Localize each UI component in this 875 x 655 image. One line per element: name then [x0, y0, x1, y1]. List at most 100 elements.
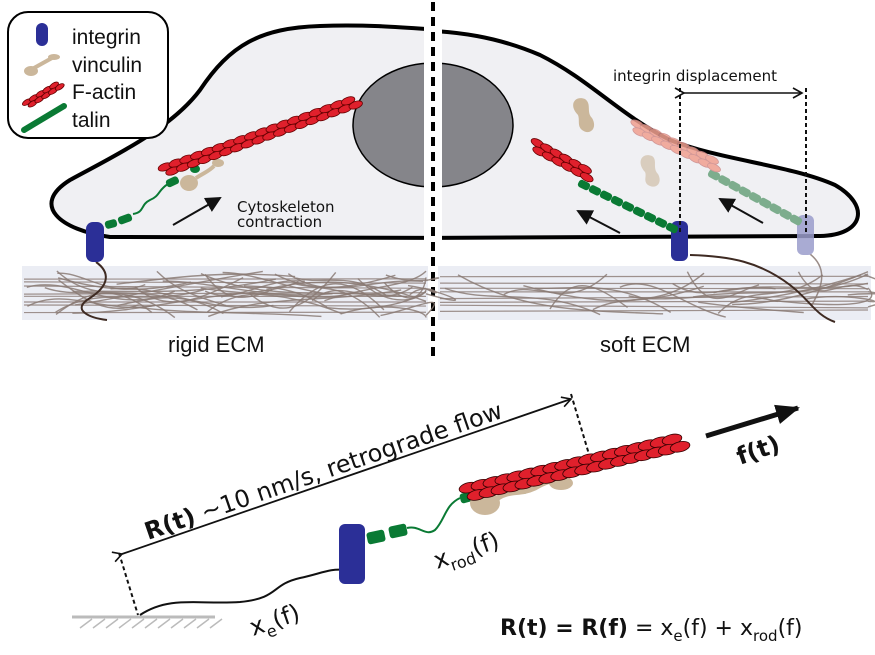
- force-label: f(t): [733, 430, 784, 471]
- talin-domain: [779, 209, 792, 220]
- ecm-fiber: [439, 282, 869, 285]
- ecm-fiber: [774, 287, 873, 306]
- ecm-fiber: [797, 271, 869, 292]
- actin-monomer: [54, 83, 65, 91]
- eq-sign2: = x: [628, 616, 673, 641]
- legend-box: [7, 11, 169, 139]
- integrin-model: [339, 524, 365, 584]
- nucleus-right: [438, 62, 514, 188]
- eq-end: (f): [778, 616, 803, 641]
- soft-ecm-label: soft ECM: [600, 332, 690, 357]
- force-arrow: [705, 404, 800, 439]
- rigid-ecm-fibers: [23, 270, 456, 319]
- actin-monomer: [707, 162, 721, 173]
- legend: integrin vinculin F-actin talin: [7, 11, 169, 139]
- xrod-label: xrod(f): [430, 526, 505, 579]
- talin-domain: [738, 186, 751, 198]
- ecm-fiber: [222, 271, 325, 295]
- rt-guide-left: [118, 552, 139, 616]
- actin-monomer: [348, 100, 363, 110]
- ecm-fiber: [847, 291, 875, 296]
- cell-body-left: [49, 23, 428, 240]
- talin-domain: [643, 212, 657, 223]
- ecm-fiber: [439, 304, 869, 309]
- hatch-line: [170, 618, 184, 629]
- ecm-fiber: [156, 270, 227, 307]
- hatch-line: [196, 618, 210, 629]
- clutch-model: R(t) ~10 nm/s, retrograde flow f(t) xe(f…: [72, 393, 803, 647]
- rt-text: ~10 nm/s, retrograde flow: [190, 397, 506, 529]
- ecm-fiber: [619, 283, 726, 318]
- legend-label-factin: F-actin: [72, 81, 136, 104]
- vinculin-rigid: [180, 159, 224, 191]
- ecm-fiber: [549, 285, 629, 310]
- talin-domain: [610, 195, 624, 207]
- talin-domain: [718, 175, 731, 186]
- hatch-line: [92, 618, 106, 629]
- retrograde-flow-arrow: [111, 396, 573, 563]
- legend-label-talin: talin: [72, 109, 111, 132]
- factin-rigid: [157, 96, 363, 176]
- contraction-arrow: [172, 197, 222, 226]
- vinculin-free-1: [573, 98, 595, 133]
- eq-sub-rod: rod: [753, 627, 778, 645]
- hatch-line: [105, 618, 119, 629]
- ecm-fiber: [439, 300, 869, 303]
- talin-domain: [665, 222, 679, 234]
- ecm-fiber: [523, 285, 704, 302]
- displacement-label: integrin displacement: [613, 67, 777, 85]
- ecm-fiber: [503, 273, 608, 296]
- talin-domain: [588, 185, 602, 196]
- factin-soft: [530, 138, 594, 183]
- cell-panel: Cytoskeleton contraction: [22, 0, 875, 360]
- substrate-hatch: [79, 618, 223, 629]
- xe-label: xe(f): [246, 599, 305, 647]
- talin-domain: [759, 197, 772, 209]
- cell-left-half: [49, 23, 428, 240]
- ecm-fiber: [380, 301, 435, 317]
- legend-label-integrin: integrin: [72, 26, 141, 49]
- rigid-adhesion: Cytoskeleton contraction: [80, 96, 363, 321]
- ecm-fiber: [23, 292, 427, 295]
- ecm-fiber: [44, 287, 176, 319]
- actin-monomer: [579, 172, 594, 183]
- ecm-fiber: [804, 296, 875, 303]
- ecm-spring-xe: [139, 568, 346, 616]
- talin-domain: [577, 179, 591, 191]
- soft-adhesion: integrin displacement: [530, 67, 836, 323]
- talin-rigid: [104, 165, 200, 229]
- ecm-fiber: [295, 277, 387, 296]
- ecm-fiber: [117, 297, 224, 315]
- vinculin-icon: [24, 54, 60, 76]
- nucleus-left: [352, 62, 428, 188]
- eq-sub-e: e: [673, 627, 682, 645]
- integrin-faded: [797, 215, 814, 255]
- talin-soft: [577, 179, 679, 234]
- rt-bold: R(t): [141, 502, 199, 545]
- talin-icon: [21, 103, 67, 133]
- talin-domain: [789, 214, 803, 226]
- ecm-fiber: [409, 288, 437, 296]
- retrograde-flow-label: R(t) ~10 nm/s, retrograde flow: [141, 397, 506, 546]
- rt-guide-right: [570, 393, 592, 462]
- eq-rf: R(f): [581, 616, 628, 641]
- ecm-fiber: [340, 306, 427, 318]
- ecm-fiber: [23, 281, 427, 284]
- contraction-label-line2: contraction: [237, 213, 322, 231]
- ecm-fiber: [439, 309, 869, 312]
- ecm-fiber: [439, 295, 869, 300]
- integrin-icon: [36, 23, 48, 46]
- actin-monomer: [578, 163, 592, 174]
- integrin-tether-rigid: [80, 261, 108, 321]
- retro-arrow-1: [576, 210, 621, 234]
- talin-domain: [654, 217, 668, 228]
- ecm-fiber: [698, 301, 804, 314]
- eq-rt: R(t): [500, 616, 548, 641]
- ecm-fiber: [23, 304, 427, 307]
- talin-domain: [599, 190, 613, 201]
- hatch-line: [79, 618, 93, 629]
- talin-faded: [707, 169, 803, 226]
- talin-domain: [621, 201, 635, 212]
- legend-label-vinculin: vinculin: [72, 54, 142, 77]
